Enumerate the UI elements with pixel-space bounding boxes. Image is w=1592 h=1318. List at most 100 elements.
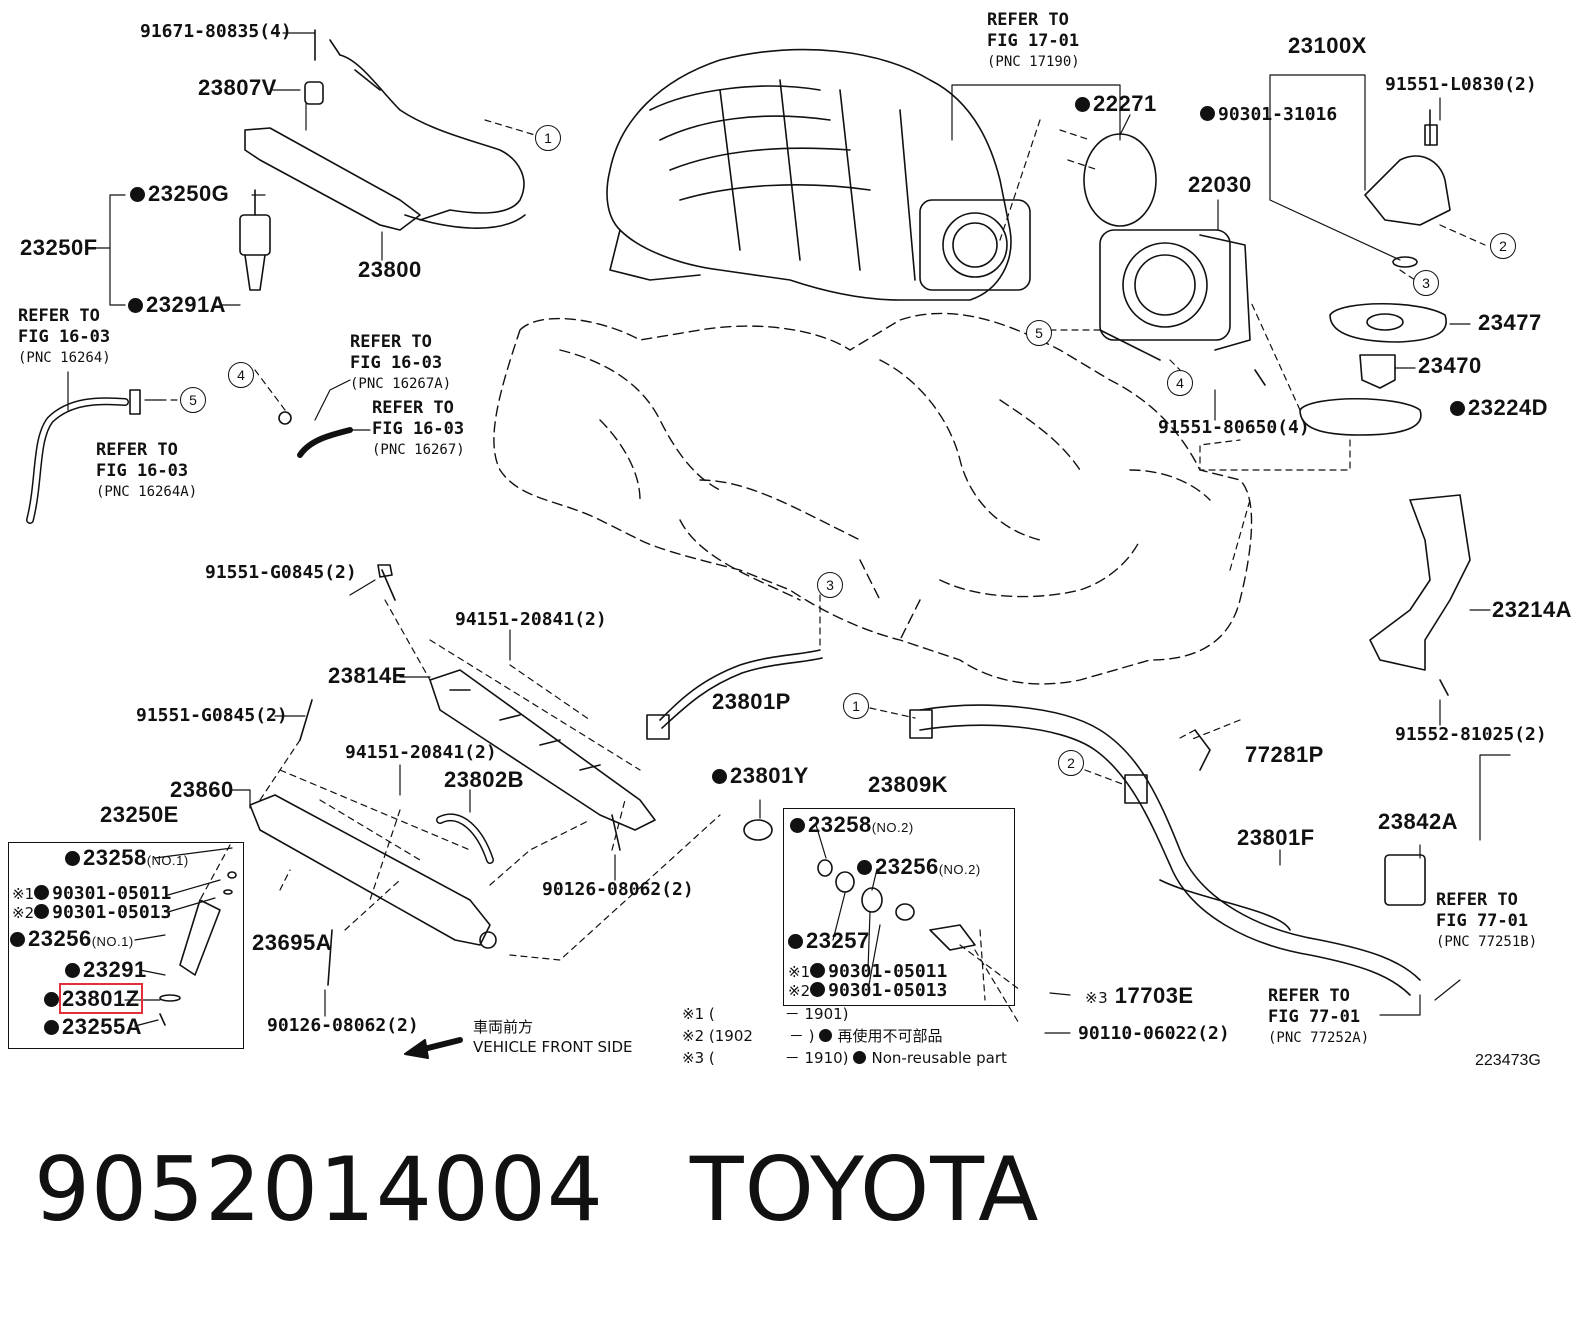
callout-23224D[interactable]: 23224D xyxy=(1450,397,1548,419)
connection-marker-1-upper: 1 xyxy=(535,125,561,151)
non-reusable-dot-icon xyxy=(1450,401,1465,416)
legend-note-3: ※3 (－ 1910)Non-reusable part xyxy=(682,1049,1007,1067)
callout-90126-08062-left[interactable]: 90126-08062(2) xyxy=(267,1015,419,1036)
connection-marker-4-right: 4 xyxy=(1167,370,1193,396)
non-reusable-dot-icon xyxy=(790,818,805,833)
lower-fuel-rail xyxy=(429,669,656,831)
non-reusable-dot-icon xyxy=(1200,106,1215,121)
kit-box-23250E xyxy=(8,842,244,1049)
callout-91551-80650[interactable]: 91551-80650(4) xyxy=(1158,417,1310,438)
callout-91671-80835[interactable]: 91671-80835(4) xyxy=(140,21,292,42)
bracket xyxy=(1369,494,1471,671)
kit-23250E-23291[interactable]: 23291 xyxy=(65,959,147,981)
dashed-leaders xyxy=(159,119,1486,1026)
callout-90301-31016[interactable]: 90301-31016 xyxy=(1200,105,1337,125)
callout-23470[interactable]: 23470 xyxy=(1418,353,1482,378)
kit-23250E-23258[interactable]: 23258(NO.1) xyxy=(65,847,189,871)
callout-23802B[interactable]: 23802B xyxy=(444,767,525,792)
callout-23214A[interactable]: 23214A xyxy=(1492,597,1573,622)
non-reusable-dot-icon xyxy=(810,963,826,978)
callout-23814E[interactable]: 23814E xyxy=(328,663,407,688)
note-mark: ※3 xyxy=(1085,989,1109,1007)
injector-upper xyxy=(239,189,271,291)
callout-23807V[interactable]: 23807V xyxy=(198,75,277,100)
engine-outline xyxy=(493,312,1253,685)
callout-23100X[interactable]: 23100X xyxy=(1288,33,1367,58)
kit-23250E-23255A[interactable]: 23255A xyxy=(44,1016,142,1038)
callout-23860[interactable]: 23860 xyxy=(170,777,234,802)
highlighted-part: 23801Z xyxy=(59,983,143,1014)
callout-23801Y[interactable]: 23801Y xyxy=(712,765,809,787)
kit-23809K-23258[interactable]: 23258(NO.2) xyxy=(790,814,914,838)
connection-marker-2-upper: 2 xyxy=(1490,233,1516,259)
callout-23842A[interactable]: 23842A xyxy=(1378,809,1459,834)
non-reusable-dot-icon xyxy=(852,1051,866,1064)
throttle-body xyxy=(1099,229,1251,361)
fuel-tube-23801P xyxy=(659,649,821,721)
callout-23695A[interactable]: 23695A xyxy=(252,930,333,955)
flange-23801Y xyxy=(743,819,773,841)
kit-box-23809K xyxy=(783,808,1015,1006)
pump-gasket xyxy=(1329,302,1447,343)
callout-91551-L0830[interactable]: 91551-L0830(2) xyxy=(1385,74,1537,95)
callout-94151-20841-lower[interactable]: 94151-20841(2) xyxy=(345,742,497,763)
callout-17703E[interactable]: ※3 17703E xyxy=(1085,983,1194,1008)
callout-91552-81025[interactable]: 91552-81025(2) xyxy=(1395,724,1547,745)
kit-23809K-23256[interactable]: 23256(NO.2) xyxy=(857,856,981,880)
non-reusable-dot-icon xyxy=(34,885,50,900)
callout-23800[interactable]: 23800 xyxy=(358,257,422,282)
callout-77281P[interactable]: 77281P xyxy=(1245,742,1324,767)
callout-23250G[interactable]: 23250G xyxy=(130,183,229,205)
connection-marker-5-right: 5 xyxy=(1026,320,1052,346)
callout-90110-06022[interactable]: 90110-06022(2) xyxy=(1078,1023,1230,1044)
callout-91551-G0845-lower[interactable]: 91551-G0845(2) xyxy=(136,705,288,726)
fuel-tube-23801F xyxy=(919,704,1421,981)
non-reusable-dot-icon xyxy=(130,187,145,202)
fuel-pump xyxy=(1364,109,1451,268)
kit-23250E-23801Z[interactable]: 23801Z xyxy=(44,983,143,1014)
connection-marker-4-left: 4 xyxy=(228,362,254,388)
callout-23801F[interactable]: 23801F xyxy=(1237,825,1315,850)
callout-23809K[interactable]: 23809K xyxy=(868,772,949,797)
part-number: 9052014004 xyxy=(34,1138,604,1241)
callout-23250E[interactable]: 23250E xyxy=(100,802,179,827)
hose-16267 xyxy=(297,427,353,458)
legend-note-2: ※2 (1902－ )再使用不可部品 xyxy=(682,1027,943,1045)
callout-90126-08062-right[interactable]: 90126-08062(2) xyxy=(542,879,694,900)
callout-23250F[interactable]: 23250F xyxy=(20,235,98,260)
connection-marker-1-lower: 1 xyxy=(843,693,869,719)
non-reusable-dot-icon xyxy=(712,769,727,784)
leaders xyxy=(67,32,1511,1034)
kit-23809K-23257[interactable]: 23257 xyxy=(788,930,870,952)
kit-23250E-23256[interactable]: 23256(NO.1) xyxy=(10,928,134,952)
non-reusable-dot-icon xyxy=(788,934,803,949)
callout-91551-G0845-upper[interactable]: 91551-G0845(2) xyxy=(205,562,357,583)
legend: ※1 (－ 1901) ※2 (1902－ )再使用不可部品 ※3 (－ 191… xyxy=(682,1003,1007,1069)
callout-23801P[interactable]: 23801P xyxy=(712,689,791,714)
connection-marker-5-left: 5 xyxy=(180,387,206,413)
callout-22030[interactable]: 22030 xyxy=(1188,172,1252,197)
non-reusable-dot-icon xyxy=(34,904,50,919)
non-reusable-dot-icon xyxy=(10,932,25,947)
legend-note-1: ※1 (－ 1901) xyxy=(682,1005,849,1023)
parts-diagram-drawing xyxy=(26,29,1511,1059)
vehicle-front-label: 車両前方 VEHICLE FRONT SIDE xyxy=(473,1018,633,1056)
callout-22271[interactable]: 22271 xyxy=(1075,93,1157,115)
pump-lifter xyxy=(1359,354,1396,389)
callout-94151-20841-upper[interactable]: 94151-20841(2) xyxy=(455,609,607,630)
non-reusable-dot-icon xyxy=(44,992,59,1007)
callout-23477[interactable]: 23477 xyxy=(1478,310,1542,335)
callout-23291A[interactable]: 23291A xyxy=(128,294,226,316)
